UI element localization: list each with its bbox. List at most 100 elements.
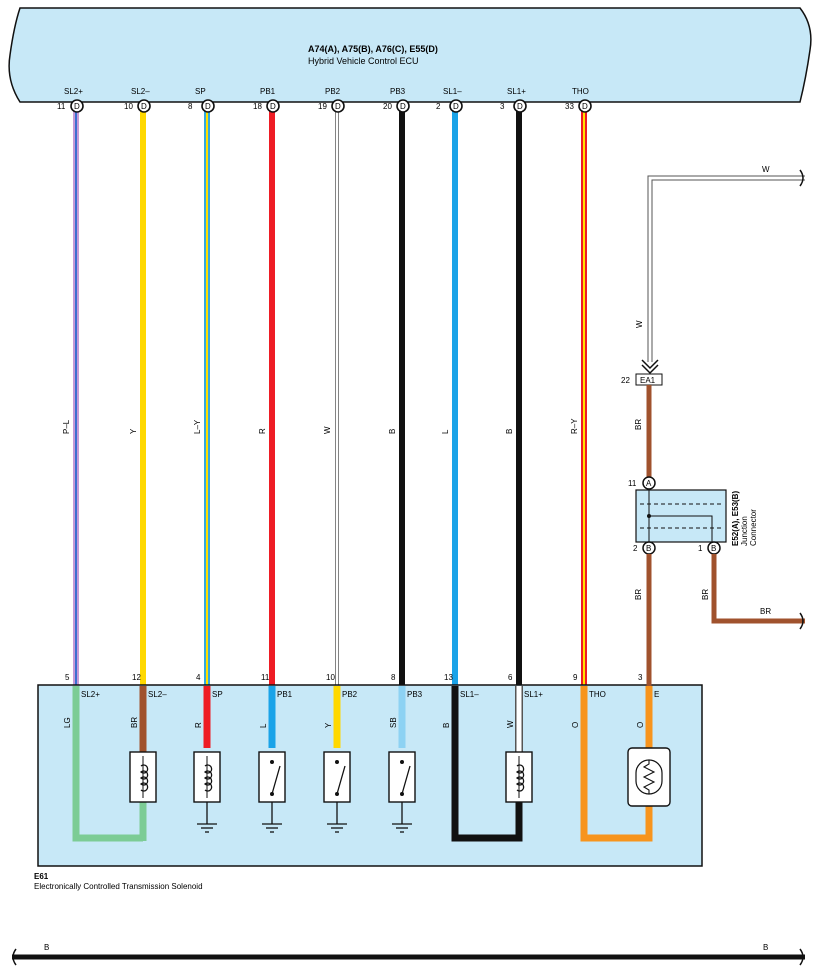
ecu-pin-connector [70,99,84,113]
ecu-pin-connector [201,99,215,113]
ecu-pin-number: 10 [124,102,133,111]
wire-color-label: P–L [62,419,71,434]
ecu-connector-letter: D [400,102,406,111]
ecu-terminal-label: SL1– [443,87,462,96]
inner-wire-label: O [636,722,645,728]
ecu-pin-connector [513,99,527,113]
br-label-lower: BR [634,589,643,600]
ecu-connector-letter: D [582,102,588,111]
solenoid-code: E61 [34,872,49,881]
br-label-right-vertical: BR [701,589,710,600]
ecu-connector-letter: D [141,102,147,111]
ecu-connector-letter: D [74,102,80,111]
w-wire [647,175,805,362]
junction-pin-a-number: 11 [628,479,637,488]
ea1-label: EA1 [640,376,656,385]
ecu-terminal-label: SL2+ [64,87,83,96]
inner-wire-label: SB [389,717,398,728]
ecu-pin-connector [578,99,592,113]
w-wire-break [799,169,804,187]
solenoid-terminal-label: PB3 [407,690,423,699]
junction-b-letter: B [646,544,651,553]
solenoid-name: Electronically Controlled Transmission S… [34,882,203,891]
inner-wire-label: Y [324,722,333,728]
solenoid-terminal-label: PB1 [277,690,293,699]
solenoid-pin-number: 6 [508,673,513,682]
junction-title: E52(A), E53(B) [731,491,740,546]
connector-chevron-icon [641,359,659,375]
ecu-pin-connector [331,99,345,113]
ecu-pin-connector [266,99,280,113]
solenoid-terminal-label: SL2+ [81,690,100,699]
ecu-pin-number: 20 [383,102,392,111]
ecu-connector-letter: D [205,102,211,111]
solenoid-terminal-label: SL2– [148,690,167,699]
solenoid-pin-number: 11 [261,673,270,682]
ea1-pin: 22 [621,376,630,385]
inner-wire-label: LG [63,717,72,728]
wire-color-label: R–Y [570,418,579,434]
ecu-box [8,7,812,103]
junction-pin-a [642,476,656,490]
wire-color-label: W [323,426,332,434]
br-label-right: BR [760,607,771,616]
solenoid-pin-number: 12 [132,673,141,682]
wire-color-label: B [505,429,514,434]
inner-wire-label: L [259,723,268,728]
ecu-terminal-label: SL2– [131,87,150,96]
wire-color-label: R [258,428,267,434]
bottom-b-label-left: B [44,943,49,952]
inner-wire-label: BR [130,717,139,728]
inner-wire-tho [580,686,653,842]
solenoid-pin-number: 9 [573,673,578,682]
ecu-pin-number: 11 [57,102,66,111]
solenoid-pin-number: 13 [444,673,453,682]
ecu-connector-letter: D [453,102,459,111]
br-wire-right [711,554,805,624]
solenoid-terminal-label: SL1– [460,690,479,699]
junction-pin-b-number: 2 [633,544,638,553]
solenoid-pin-number: 3 [638,673,643,682]
bottom-wire-break-left [12,948,17,966]
ecu-pin-connector [449,99,463,113]
ecu-pin-number: 18 [253,102,262,111]
ecu-pin-number: 8 [188,102,193,111]
junction-b-letter-2: B [711,544,716,553]
ecu-terminal-label: PB2 [325,87,341,96]
inner-wire-label: B [442,723,451,728]
solenoid-pin-number: 5 [65,673,70,682]
w-wire-label: W [762,165,770,174]
junction-pin-b2-number: 1 [698,544,703,553]
w-vertical-label: W [635,320,644,328]
solenoid-terminal-label: E [654,690,659,699]
ecu-connector-letter: D [517,102,523,111]
ecu-terminal-label: THO [572,87,589,96]
inner-wire-sl1 [451,686,523,842]
inner-wire-label: W [506,720,515,728]
inner-wire-sl2plus [72,686,143,842]
junction-line2: Connector [749,509,758,546]
wire-color-label: Y [129,428,138,434]
junction-area: W W EA1 22 BR A 11 B 2 B 1 E52(A), E53(B… [621,165,805,686]
ecu-title: A74(A), A75(B), A76(C), E55(D) [308,44,438,54]
solenoid-terminal-label: THO [589,690,606,699]
junction-line1: Junction [740,516,749,546]
ecu-terminal-label: PB1 [260,87,276,96]
solenoid-terminal-label: PB2 [342,690,358,699]
junction-a-letter: A [646,479,652,488]
solenoid-pin-number: 8 [391,673,396,682]
ecu-subtitle: Hybrid Vehicle Control ECU [308,56,419,66]
wire-color-label: L–Y [193,419,202,434]
ecu-pin-number: 2 [436,102,441,111]
solenoid-pin-number: 10 [326,673,335,682]
ecu-pin-connector [396,99,410,113]
solenoid-pin-number: 4 [196,673,201,682]
br-label-upper: BR [634,419,643,430]
bottom-b-label-right: B [763,943,768,952]
solenoid-terminal-label: SL1+ [524,690,543,699]
inner-wire-label: R [194,722,203,728]
ecu-terminal-label: SP [195,87,206,96]
